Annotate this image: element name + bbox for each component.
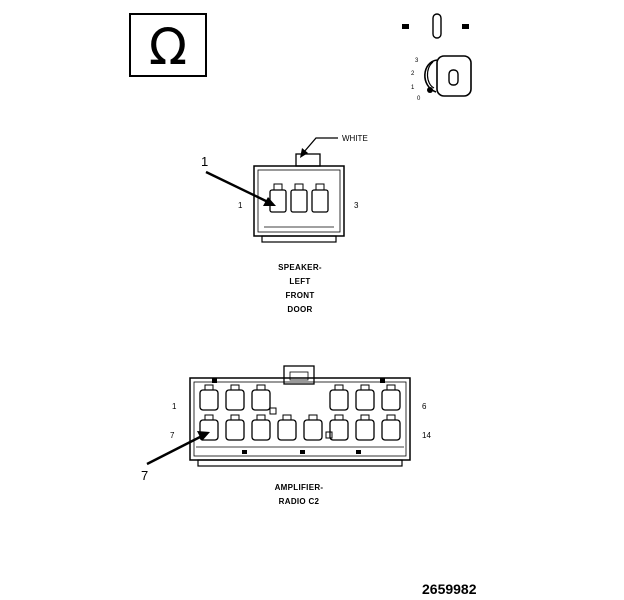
speaker-caption-line-3: FRONT [285, 291, 314, 300]
callout-1-arrowhead [263, 197, 276, 206]
speaker-pin-3-label: 3 [354, 201, 359, 210]
amp-cavity-2 [225, 384, 245, 411]
amp-cavity-9 [251, 414, 271, 441]
speaker-caption-line-4: DOOR [287, 305, 312, 314]
amp-cavity-8 [225, 414, 245, 441]
ohmmeter-icon: Ω [129, 13, 207, 77]
amp-cavity-5 [355, 384, 375, 411]
amp-cavity-6 [381, 384, 401, 411]
amp-cavity-1 [199, 384, 219, 411]
amp-pin-1-label: 1 [172, 402, 177, 411]
amp-pin-14-label: 14 [422, 431, 431, 440]
amp-cavity-10 [277, 414, 297, 441]
amp-cavity-3 [251, 384, 271, 411]
amp-cavity-14 [381, 414, 401, 441]
amplifier-connector: 1 6 7 14 7 AMPLIFIER- RADIO C2 [141, 365, 431, 506]
speaker-caption-line-1: SPEAKER- [278, 263, 322, 272]
callout-7-arrowhead [197, 431, 210, 441]
amp-caption-line-1: AMPLIFIER- [275, 483, 324, 492]
speaker-connector: WHITE 1 3 1 SPEAKER- LEFT FRONT DOOR [201, 134, 368, 314]
speaker-cavity-1 [269, 183, 287, 213]
key-position-3: 3 [415, 58, 419, 64]
amp-caption-line-2: RADIO C2 [279, 497, 320, 506]
amp-cavity-11 [303, 414, 323, 441]
speaker-cavity-2 [290, 183, 308, 213]
amp-pin-6-label: 6 [422, 402, 427, 411]
amp-pin-7-label: 7 [170, 431, 175, 440]
amp-cavity-12 [329, 414, 349, 441]
key-position-1: 1 [411, 85, 415, 91]
wire-color-label: WHITE [342, 134, 368, 143]
amp-cavity-13 [355, 414, 375, 441]
speaker-caption-line-2: LEFT [289, 277, 310, 286]
speaker-cavity-3 [311, 183, 329, 213]
amp-cavity-4 [329, 384, 349, 411]
key-position-2: 2 [411, 71, 415, 77]
key-position-0: 0 [417, 96, 421, 102]
ignition-key-icon: 3 2 1 0 [402, 13, 472, 102]
ohm-symbol: Ω [149, 18, 187, 76]
callout-7: 7 [141, 468, 148, 483]
callout-1: 1 [201, 154, 208, 169]
figure-number: 2659982 [422, 581, 477, 597]
speaker-pin-1-label: 1 [238, 201, 243, 210]
amp-cavity-7 [199, 414, 219, 441]
